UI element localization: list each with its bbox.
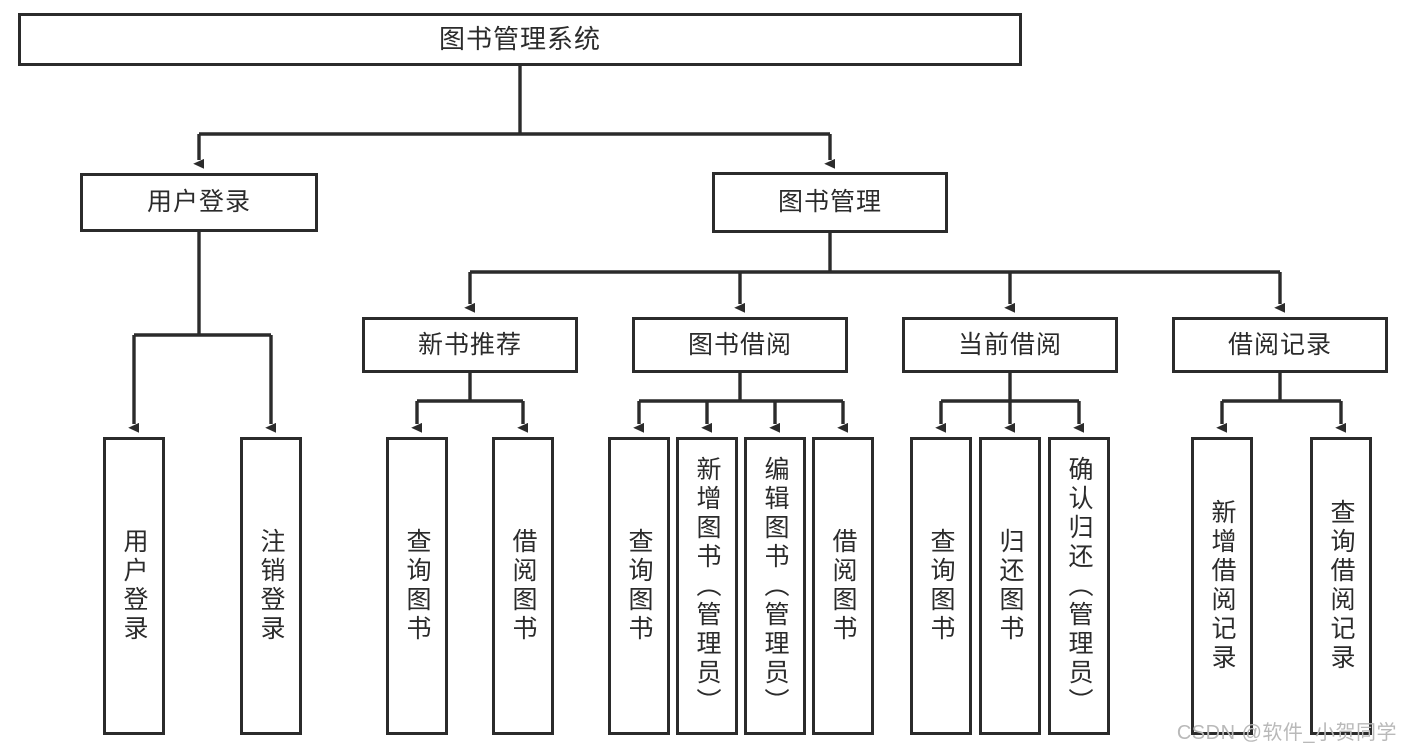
leaf-current-borrow-query-book[interactable]: 查询图书 (910, 437, 972, 735)
leaf-new-book-query-book[interactable]: 查询图书 (386, 437, 448, 735)
node-new-book-recommend-label: 新书推荐 (417, 330, 522, 359)
leaf-current-borrow-return-book[interactable]: 归还图书 (979, 437, 1041, 735)
node-borrow-record-label: 借阅记录 (1227, 330, 1332, 359)
node-current-borrow[interactable]: 当前借阅 (902, 317, 1118, 373)
leaf-book-borrow-query-book[interactable]: 查询图书 (608, 437, 670, 735)
node-root-label: 图书管理系统 (438, 23, 601, 54)
node-user-login[interactable]: 用户登录 (80, 173, 318, 232)
leaf-label: 查询借阅记录 (1327, 499, 1355, 673)
leaf-book-borrow-borrow-book[interactable]: 借阅图书 (812, 437, 874, 735)
leaf-label: 注销登录 (257, 528, 285, 644)
leaf-borrow-record-query-record[interactable]: 查询借阅记录 (1310, 437, 1372, 735)
leaf-book-borrow-add-book-admin[interactable]: 新增图书（管理员） (676, 437, 738, 735)
leaf-label: 编辑图书（管理员） (761, 455, 789, 717)
node-book-borrow-label: 图书借阅 (687, 330, 792, 359)
leaf-current-borrow-confirm-return-admin[interactable]: 确认归还（管理员） (1048, 437, 1110, 735)
node-book-management[interactable]: 图书管理 (712, 172, 948, 233)
leaf-label: 借阅图书 (829, 528, 857, 644)
leaf-label: 查询图书 (403, 528, 431, 644)
node-new-book-recommend[interactable]: 新书推荐 (362, 317, 578, 373)
leaf-label: 归还图书 (996, 528, 1024, 644)
node-root-book-management-system[interactable]: 图书管理系统 (18, 13, 1022, 66)
node-borrow-record[interactable]: 借阅记录 (1172, 317, 1388, 373)
leaf-label: 新增图书（管理员） (693, 455, 721, 717)
leaf-new-book-borrow-book[interactable]: 借阅图书 (492, 437, 554, 735)
leaf-borrow-record-add-record[interactable]: 新增借阅记录 (1191, 437, 1253, 735)
leaf-label: 查询图书 (625, 528, 653, 644)
leaf-label: 借阅图书 (509, 528, 537, 644)
leaf-label: 用户登录 (120, 528, 148, 644)
node-user-login-label: 用户登录 (146, 188, 251, 217)
node-current-borrow-label: 当前借阅 (957, 330, 1062, 359)
leaf-label: 新增借阅记录 (1208, 499, 1236, 673)
leaf-book-borrow-edit-book-admin[interactable]: 编辑图书（管理员） (744, 437, 806, 735)
leaf-label: 确认归还（管理员） (1065, 455, 1093, 717)
csdn-watermark: CSDN @软件_小贺同学 (1176, 722, 1397, 744)
node-book-borrow[interactable]: 图书借阅 (632, 317, 848, 373)
leaf-user-login-logout[interactable]: 注销登录 (240, 437, 302, 735)
leaf-user-login-login[interactable]: 用户登录 (103, 437, 165, 735)
leaf-label: 查询图书 (927, 528, 955, 644)
node-book-management-label: 图书管理 (777, 188, 882, 217)
